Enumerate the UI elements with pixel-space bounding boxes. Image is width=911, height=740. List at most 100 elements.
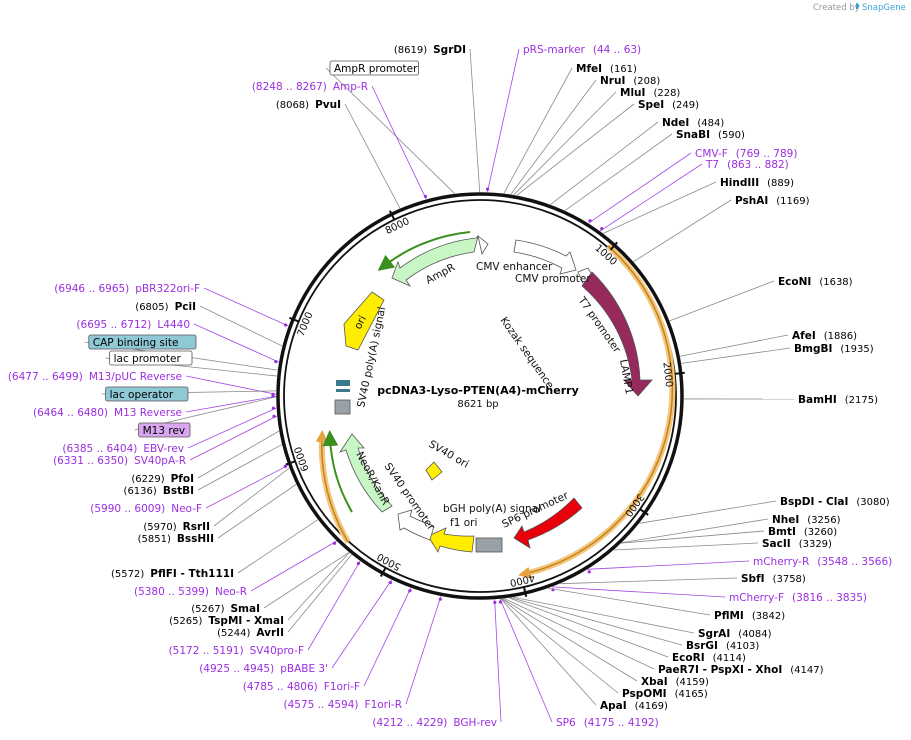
enzyme-label[interactable]: EcoRI(4114) <box>672 652 746 664</box>
primer-site-mark <box>423 194 428 198</box>
enzyme-label[interactable]: ApaI(4169) <box>600 700 668 712</box>
orf-lamp1-mcherry-arc-inner <box>518 245 674 579</box>
leader-line <box>503 67 573 194</box>
leader-line <box>217 484 297 539</box>
label-text: SP6(4175 .. 4192) <box>556 717 659 729</box>
enzyme-label[interactable]: NruI(208) <box>600 75 660 87</box>
label-text: ApaI(4169) <box>600 700 668 712</box>
enzyme-label[interactable]: SacII(3329) <box>762 538 832 550</box>
label-text: pRS-marker(44 .. 63) <box>523 44 641 56</box>
label-box <box>109 350 193 366</box>
enzyme-label[interactable]: (5267)SmaI <box>191 603 260 615</box>
enzyme-label[interactable]: HindIII(889) <box>720 177 794 189</box>
enzyme-label[interactable]: NheI(3256) <box>772 514 841 526</box>
feature-box-label[interactable]: lac operator <box>105 386 189 402</box>
enzyme-label[interactable]: MluI(228) <box>620 87 680 99</box>
enzyme-label[interactable]: XbaI(4159) <box>641 676 709 688</box>
brand-text: SnapGene <box>862 3 906 13</box>
primer-label[interactable]: (6946 .. 6965)pBR322ori-F <box>54 283 200 295</box>
primer-label[interactable]: (4212 .. 4229)BGH-rev <box>372 717 497 729</box>
enzyme-label[interactable]: (5244)AvrII <box>217 627 284 639</box>
label-text: MfeI(161) <box>576 63 637 75</box>
map-title: pcDNA3-Lyso-PTEN(A4)-mCherry <box>377 384 579 397</box>
label-text: EcoNI(1638) <box>778 276 853 288</box>
tick-mark <box>379 567 387 578</box>
primer-site-mark <box>493 600 497 605</box>
enzyme-label[interactable]: (8619)SgrDI <box>394 44 466 56</box>
enzyme-label[interactable]: (6136)BstBI <box>124 485 194 497</box>
enzyme-label[interactable]: SbfI(3758) <box>741 573 806 585</box>
primer-label[interactable]: T7(863 .. 882) <box>705 159 789 171</box>
enzyme-label[interactable]: BsrGI(4103) <box>686 640 759 652</box>
enzyme-label[interactable]: MfeI(161) <box>576 63 637 75</box>
primer-site-mark <box>408 589 412 593</box>
label-box <box>138 422 191 438</box>
leader-line <box>199 305 283 347</box>
enzyme-label[interactable]: SnaBI(590) <box>676 129 745 141</box>
enzyme-label[interactable]: SpeI(249) <box>638 99 699 111</box>
feature-f1ori <box>427 527 475 553</box>
label-text: EcoRI(4114) <box>672 652 746 664</box>
enzyme-label[interactable]: (6229)PfoI <box>131 473 194 485</box>
label-text: (6331 .. 6350)SV40pA-R <box>53 455 186 467</box>
label-text: (4785 .. 4806)F1ori-F <box>243 681 360 693</box>
primer-site-mark <box>485 187 490 191</box>
enzyme-label[interactable]: NdeI(484) <box>662 117 724 129</box>
enzyme-label[interactable]: (5265)TspMI - XmaI <box>169 615 284 627</box>
label-text: NruI(208) <box>600 75 660 87</box>
credit-text: Created by <box>813 3 860 13</box>
label-text: (5990 .. 6009)Neo-F <box>90 503 202 515</box>
feature-sv40-polya <box>334 399 351 415</box>
label-text: (6805)PciI <box>135 301 196 313</box>
enzyme-label[interactable]: AfeI(1886) <box>792 330 857 342</box>
primer-label[interactable]: (6385 .. 6404)EBV-rev <box>62 443 184 455</box>
primer-label[interactable]: (6477 .. 6499)M13/pUC Reverse <box>8 371 182 383</box>
feature-box-label[interactable]: M13 rev <box>138 422 191 438</box>
primer-label[interactable]: (8248 .. 8267)Amp-R <box>252 81 368 93</box>
enzyme-label[interactable]: (8068)PvuI <box>276 99 341 111</box>
enzyme-label[interactable]: PaeR7I - PspXI - XhoI(4147) <box>658 664 824 676</box>
label-f1ori: f1 ori <box>450 517 477 529</box>
primer-label[interactable]: (4785 .. 4806)F1ori-F <box>243 681 360 693</box>
label-text: (5267)SmaI <box>191 603 260 615</box>
primer-label[interactable]: (4575 .. 4594)F1ori-R <box>284 699 402 711</box>
primer-label[interactable]: mCherry-F(3816 .. 3835) <box>729 592 867 604</box>
label-text: SgrAI(4084) <box>698 628 772 640</box>
primer-label[interactable]: (5990 .. 6009)Neo-F <box>90 503 202 515</box>
enzyme-label[interactable]: SgrAI(4084) <box>698 628 772 640</box>
enzyme-label[interactable]: (5970)RsrII <box>143 521 210 533</box>
label-box-text: CAP binding site <box>93 337 179 349</box>
enzyme-label[interactable]: EcoNI(1638) <box>778 276 853 288</box>
primer-label[interactable]: (6464 .. 6480)M13 Reverse <box>33 407 182 419</box>
primer-label[interactable]: (6331 .. 6350)SV40pA-R <box>53 455 186 467</box>
enzyme-label[interactable]: (6805)PciI <box>135 301 196 313</box>
leader-line <box>510 597 683 646</box>
feature-box-label[interactable]: AmpR promoter <box>329 60 419 76</box>
leader-line <box>371 85 427 200</box>
enzyme-label[interactable]: (5851)BssHII <box>138 533 214 545</box>
enzyme-label[interactable]: BmgBI(1935) <box>794 343 874 355</box>
primer-label[interactable]: SP6(4175 .. 4192) <box>556 717 659 729</box>
feature-box-label[interactable]: CAP binding site <box>88 334 197 350</box>
feature-neor <box>339 433 393 513</box>
primer-label[interactable]: (4925 .. 4945)pBABE 3' <box>199 663 328 675</box>
primer-site-mark <box>600 227 604 231</box>
primer-site-mark <box>388 580 392 585</box>
label-ori: ori <box>352 314 369 332</box>
enzyme-label[interactable]: PflMI(3842) <box>714 610 785 622</box>
primer-label[interactable]: (5172 .. 5191)SV40pro-F <box>169 645 304 657</box>
enzyme-label[interactable]: BmtI(3260) <box>768 526 837 538</box>
enzyme-label[interactable]: (5572)PflFI - Tth111I <box>111 568 234 580</box>
primer-label[interactable]: (6695 .. 6712)L4440 <box>76 319 190 331</box>
primer-label[interactable]: (5380 .. 5399)Neo-R <box>134 586 247 598</box>
leader-line <box>559 577 738 585</box>
enzyme-label[interactable]: BspDI - ClaI(3080) <box>780 496 890 508</box>
label-text: (6385 .. 6404)EBV-rev <box>62 443 184 455</box>
primer-label[interactable]: CMV-F(769 .. 789) <box>695 148 797 160</box>
enzyme-label[interactable]: PshAI(1169) <box>735 195 810 207</box>
enzyme-label[interactable]: PspOMI(4165) <box>622 688 708 700</box>
primer-label[interactable]: pRS-marker(44 .. 63) <box>523 44 641 56</box>
primer-label[interactable]: mCherry-R(3548 .. 3566) <box>753 556 892 568</box>
feature-box-label[interactable]: lac promoter <box>109 350 193 366</box>
enzyme-label[interactable]: BamHI(2175) <box>798 394 878 406</box>
